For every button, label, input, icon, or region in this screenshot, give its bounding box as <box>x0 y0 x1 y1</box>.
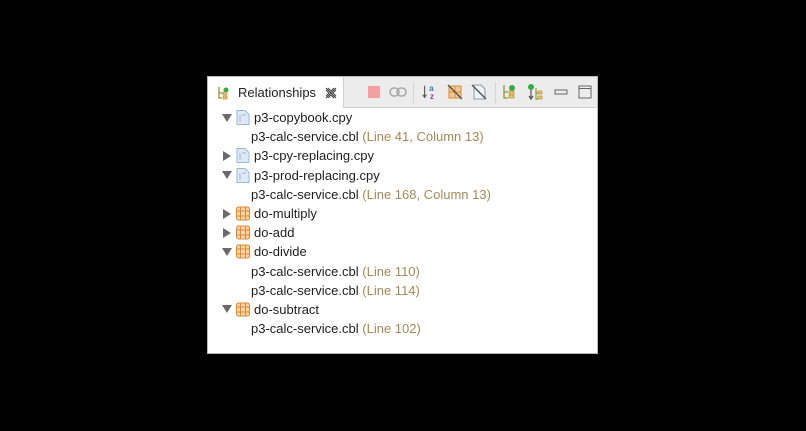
show-callees-button[interactable] <box>526 83 544 101</box>
view-tab-bar: Relationships a z <box>208 77 597 108</box>
tree-item-label: p3-calc-service.cbl <box>251 186 359 202</box>
relationships-view: Relationships a z <box>207 76 598 354</box>
tree-item-copybook[interactable]: p3-copybook.cpy <box>208 108 597 127</box>
paragraph-icon <box>236 206 250 221</box>
copybook-file-icon <box>236 167 250 183</box>
tree-item-reference[interactable]: p3-calc-service.cbl (Line 114) <box>208 281 597 300</box>
tree-item-copybook[interactable]: p3-prod-replacing.cpy <box>208 166 597 185</box>
relationships-tree[interactable]: p3-copybook.cpy p3-calc-service.cbl (Lin… <box>208 108 597 338</box>
reference-location: (Line 168, Column 13) <box>362 186 491 202</box>
collapsed-chevron-icon[interactable] <box>222 208 232 219</box>
paragraph-icon <box>236 302 250 317</box>
tree-item-copybook[interactable]: p3-cpy-replacing.cpy <box>208 146 597 165</box>
tree-item-reference[interactable]: p3-calc-service.cbl (Line 110) <box>208 262 597 281</box>
expanded-chevron-icon[interactable] <box>222 113 232 123</box>
relationships-icon <box>218 86 229 99</box>
expanded-chevron-icon[interactable] <box>222 304 232 314</box>
reference-location: (Line 102) <box>362 321 421 337</box>
toolbar-separator <box>495 82 496 103</box>
tree-item-label: do-multiply <box>254 206 317 222</box>
tree-item-label: p3-calc-service.cbl <box>251 129 359 145</box>
tree-item-label: p3-calc-service.cbl <box>251 321 359 337</box>
copybook-file-icon <box>236 110 250 126</box>
hide-paragraphs-button[interactable] <box>446 83 464 101</box>
reference-location: (Line 110) <box>362 263 420 279</box>
tree-item-reference[interactable]: p3-calc-service.cbl (Line 41, Column 13) <box>208 127 597 146</box>
minimize-button[interactable] <box>552 83 570 101</box>
tree-item-label: p3-prod-replacing.cpy <box>254 167 380 183</box>
collapsed-chevron-icon[interactable] <box>222 150 232 161</box>
tab-relationships[interactable]: Relationships <box>208 77 344 108</box>
toolbar-separator <box>413 82 414 103</box>
tree-item-paragraph[interactable]: do-add <box>208 223 597 242</box>
tree-item-reference[interactable]: p3-calc-service.cbl (Line 168, Column 13… <box>208 185 597 204</box>
expanded-chevron-icon[interactable] <box>222 170 232 180</box>
svg-text:z: z <box>430 92 434 101</box>
tree-item-label: p3-calc-service.cbl <box>251 282 359 298</box>
expand-down-icon <box>528 84 543 101</box>
reference-location: (Line 41, Column 13) <box>362 129 484 145</box>
reference-location: (Line 114) <box>362 282 420 298</box>
link-button[interactable] <box>389 83 407 101</box>
tree-item-label: do-divide <box>254 244 307 260</box>
paragraph-icon <box>236 244 250 259</box>
tree-item-paragraph[interactable]: do-multiply <box>208 204 597 223</box>
maximize-button[interactable] <box>576 83 594 101</box>
tree-item-reference[interactable]: p3-calc-service.cbl (Line 102) <box>208 319 597 338</box>
collapsed-chevron-icon[interactable] <box>222 227 232 238</box>
sort-button[interactable]: a z <box>421 83 439 101</box>
paragraph-icon <box>236 225 250 240</box>
sort-az-icon: a z <box>422 84 434 101</box>
svg-text:a: a <box>429 84 434 93</box>
stop-button[interactable] <box>365 83 383 101</box>
tree-item-label: p3-calc-service.cbl <box>251 263 359 279</box>
expand-tree-icon <box>503 85 515 99</box>
expanded-chevron-icon[interactable] <box>222 247 232 257</box>
filter-paragraphs-icon <box>447 84 463 100</box>
copybook-file-icon <box>236 148 250 164</box>
hide-copybooks-button[interactable] <box>470 83 488 101</box>
tree-item-label: do-subtract <box>254 301 320 317</box>
tree-item-paragraph[interactable]: do-divide <box>208 242 597 261</box>
show-callers-button[interactable] <box>501 83 519 101</box>
link-icon <box>389 87 407 97</box>
tree-item-paragraph[interactable]: do-subtract <box>208 300 597 319</box>
tree-item-label: p3-cpy-replacing.cpy <box>254 148 374 164</box>
tree-item-label: p3-copybook.cpy <box>254 110 353 126</box>
tree-item-label: do-add <box>254 225 295 241</box>
minimize-icon <box>554 89 568 95</box>
tab-title: Relationships <box>238 85 317 100</box>
maximize-icon <box>578 85 592 99</box>
stop-icon <box>368 86 380 98</box>
close-icon[interactable] <box>325 87 337 99</box>
filter-copybooks-icon <box>471 84 487 100</box>
